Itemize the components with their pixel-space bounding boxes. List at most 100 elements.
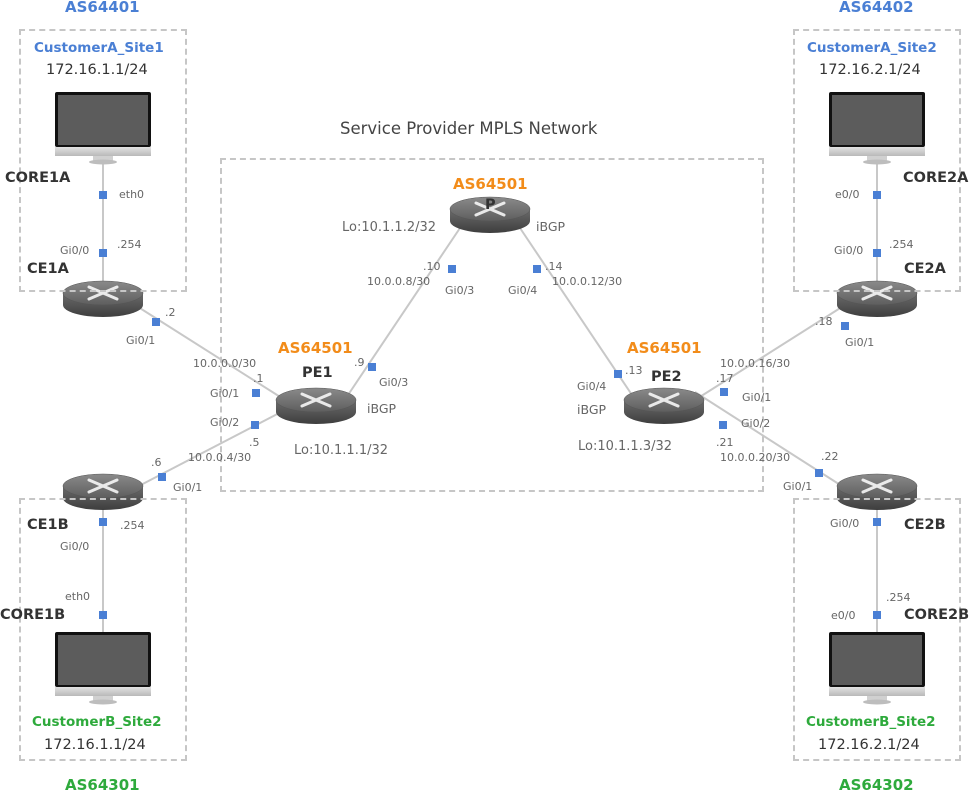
router-icon-pe2[interactable] xyxy=(623,387,705,424)
intf-pe2-gi04: Gi0/4 xyxy=(577,380,607,393)
intf-p-gi03: Gi0/3 xyxy=(445,284,475,297)
node-label-pe2: PE2 xyxy=(651,369,682,385)
ip-ce1a-gi01: .2 xyxy=(165,306,176,319)
subnet-ce1b-pe1: 10.0.0.4/30 xyxy=(188,451,252,464)
port-ce2a-gi00[interactable] xyxy=(873,249,881,257)
port-p-gi03[interactable] xyxy=(448,265,456,273)
intf-p-gi04: Gi0/4 xyxy=(508,284,538,297)
port-ce2b-gi00[interactable] xyxy=(873,518,881,526)
site-name-a2: CustomerA_Site2 xyxy=(807,40,937,56)
port-pe2-gi02[interactable] xyxy=(719,421,727,429)
ip-pe2-gi01: .17 xyxy=(716,372,734,385)
node-label-ce1b: CE1B xyxy=(27,517,69,533)
ip-pe2-gi02: .21 xyxy=(716,436,734,449)
router-icon-ce1a[interactable] xyxy=(62,280,144,317)
port-ce1b-gi01[interactable] xyxy=(158,473,166,481)
port-core1a-eth0[interactable] xyxy=(99,191,107,199)
intf-core2b-e00: e0/0 xyxy=(831,609,856,622)
router-icon-pe1[interactable] xyxy=(275,387,357,424)
port-ce2a-gi01[interactable] xyxy=(841,322,849,330)
router-icon-ce2a[interactable] xyxy=(836,280,918,317)
ip-ce1b-gi01: .6 xyxy=(151,456,162,469)
subnet-pe2-ce2b: 10.0.0.20/30 xyxy=(720,451,791,464)
as-label-pe2: AS64501 xyxy=(627,339,702,357)
ip-pe1-gi01: .1 xyxy=(253,372,264,385)
loopback-p: Lo:10.1.1.2/32 xyxy=(342,220,437,235)
protocol-pe2: iBGP xyxy=(577,402,607,417)
intf-ce2b-gi00: Gi0/0 xyxy=(830,517,860,530)
port-core2b-e00[interactable] xyxy=(873,611,881,619)
host-icon-core2b[interactable] xyxy=(829,632,925,705)
site-subnet-b2: 172.16.2.1/24 xyxy=(818,737,920,753)
node-label-p: P xyxy=(485,197,496,213)
as-label-a1: AS64401 xyxy=(65,0,140,16)
site-b2-boundary xyxy=(793,498,961,761)
ip-ce1a-gi00: .254 xyxy=(117,238,142,251)
site-a1-boundary xyxy=(19,29,187,292)
intf-ce1b-gi01: Gi0/1 xyxy=(173,481,203,494)
ip-ce2a-gi00: .254 xyxy=(889,238,914,251)
port-p-gi04[interactable] xyxy=(533,265,541,273)
loopback-pe1: Lo:10.1.1.1/32 xyxy=(294,443,389,458)
intf-pe1-gi01: Gi0/1 xyxy=(210,387,240,400)
link-pe1-p xyxy=(347,224,463,396)
port-core1b-eth0[interactable] xyxy=(99,611,107,619)
port-pe2-gi04[interactable] xyxy=(614,370,622,378)
node-label-core2a: CORE2A xyxy=(903,170,969,186)
protocol-p: iBGP xyxy=(536,219,566,234)
port-core2a-e00[interactable] xyxy=(873,191,881,199)
port-pe2-gi01[interactable] xyxy=(720,388,728,396)
site-subnet-a1: 172.16.1.1/24 xyxy=(46,62,148,78)
port-ce1a-gi00[interactable] xyxy=(99,249,107,257)
port-ce1a-gi01[interactable] xyxy=(152,318,160,326)
ip-ce2b-gi01: .22 xyxy=(821,450,839,463)
node-label-core1a: CORE1A xyxy=(5,170,71,186)
protocol-pe1: iBGP xyxy=(367,401,397,416)
diagram-title: Service Provider MPLS Network xyxy=(340,119,598,138)
host-icon-core2a[interactable] xyxy=(829,92,925,165)
as-label-a2: AS64402 xyxy=(839,0,914,16)
intf-ce2b-gi01: Gi0/1 xyxy=(783,480,813,493)
as-label-pe1: AS64501 xyxy=(278,339,353,357)
ip-core2b-e00: .254 xyxy=(886,591,911,604)
port-pe1-gi02[interactable] xyxy=(251,421,259,429)
node-label-ce2b: CE2B xyxy=(904,517,946,533)
node-label-ce2a: CE2A xyxy=(904,261,946,277)
ip-pe1-gi02: .5 xyxy=(249,436,260,449)
intf-core2a-e00: e0/0 xyxy=(835,188,860,201)
link-ce1a-pe1 xyxy=(134,304,286,401)
ip-pe2-gi04: .13 xyxy=(625,364,643,377)
intf-ce1b-gi00: Gi0/0 xyxy=(60,540,90,553)
host-icon-core1a[interactable] xyxy=(55,92,151,165)
router-icon-p[interactable] xyxy=(449,196,531,233)
as-label-b1: AS64301 xyxy=(65,776,140,794)
ip-p-gi03: .10 xyxy=(423,260,441,273)
port-pe1-gi03[interactable] xyxy=(368,363,376,371)
subnet-p-pe2: 10.0.0.12/30 xyxy=(552,275,623,288)
provider-boundary xyxy=(220,158,764,492)
site-subnet-a2: 172.16.2.1/24 xyxy=(819,62,921,78)
ip-p-gi04: .14 xyxy=(545,260,563,273)
port-ce2b-gi01[interactable] xyxy=(815,469,823,477)
link-p-pe2 xyxy=(517,224,633,396)
intf-pe1-gi02: Gi0/2 xyxy=(210,416,240,429)
ip-ce1b-gi00: .254 xyxy=(120,519,145,532)
node-label-ce1a: CE1A xyxy=(27,261,69,277)
intf-ce2a-gi00: Gi0/0 xyxy=(834,244,864,257)
port-ce1b-gi00[interactable] xyxy=(99,518,107,526)
site-a2-boundary xyxy=(793,29,961,292)
subnet-pe1-p: 10.0.0.8/30 xyxy=(367,275,431,288)
intf-ce2a-gi01: Gi0/1 xyxy=(845,336,875,349)
port-pe1-gi01[interactable] xyxy=(252,389,260,397)
intf-pe2-gi02: Gi0/2 xyxy=(741,417,771,430)
intf-pe1-gi03: Gi0/3 xyxy=(379,376,409,389)
site-subnet-b1: 172.16.1.1/24 xyxy=(44,737,146,753)
site-name-a1: CustomerA_Site1 xyxy=(34,40,164,56)
as-label-p: AS64501 xyxy=(453,175,528,193)
intf-core1b-eth0: eth0 xyxy=(65,590,91,603)
site-name-b1: CustomerB_Site2 xyxy=(32,714,162,730)
subnet-ce1a-pe1: 10.0.0.0/30 xyxy=(193,357,257,370)
host-icon-core1b[interactable] xyxy=(55,632,151,705)
